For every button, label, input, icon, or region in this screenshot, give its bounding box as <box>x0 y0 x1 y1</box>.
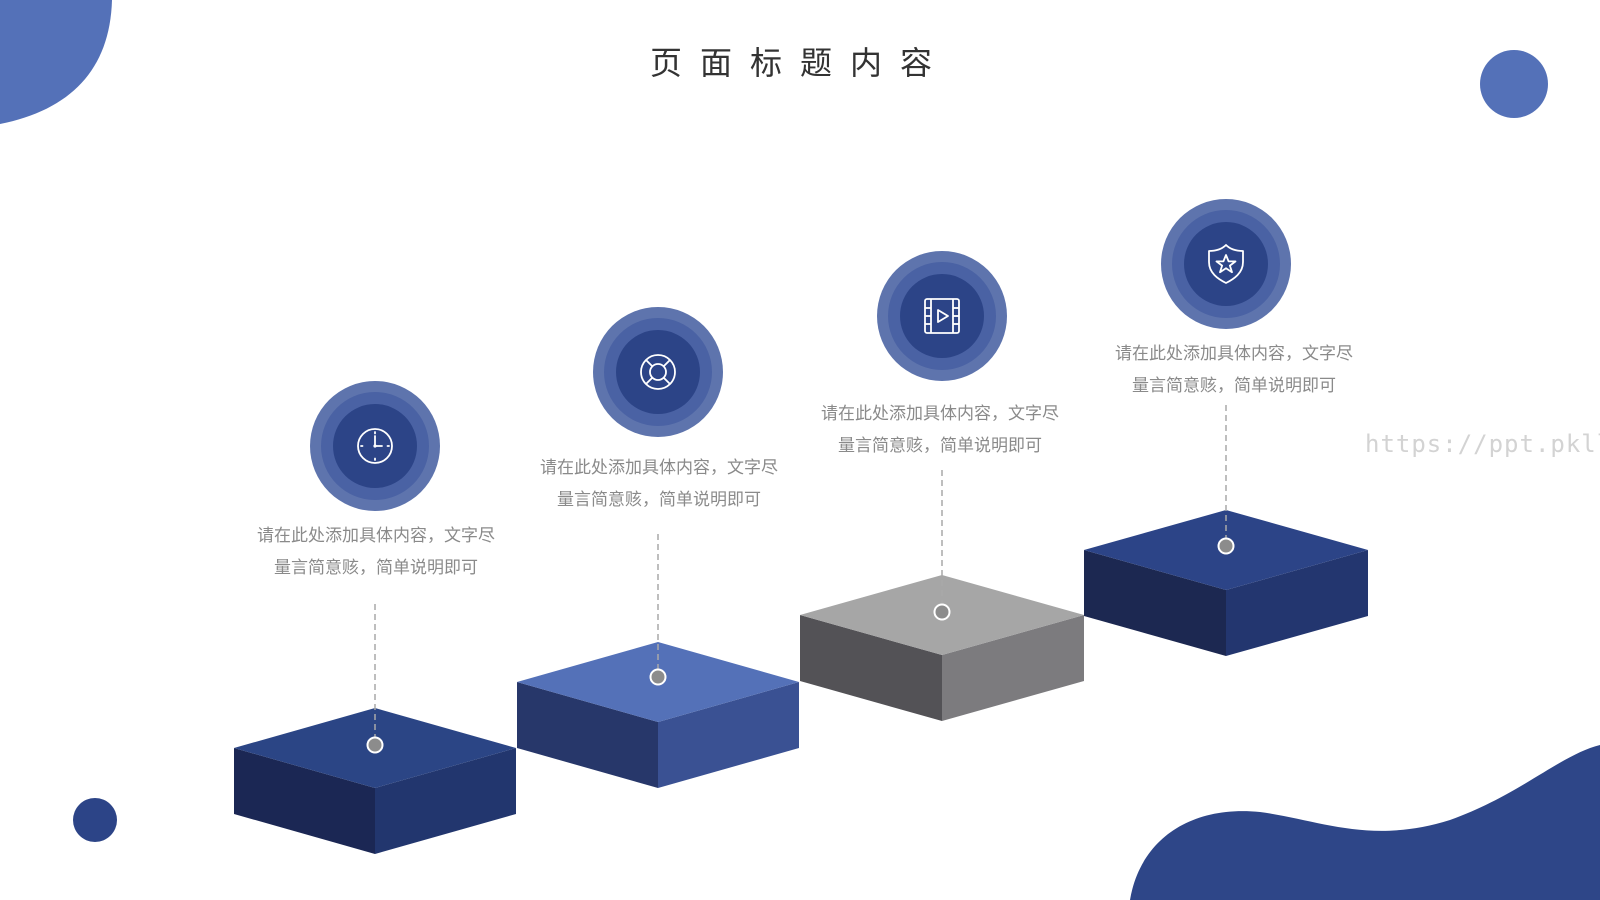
shield-star-icon <box>1208 244 1244 284</box>
step-text-line-1: 请在此处添加具体内容，文字尽 <box>1115 344 1353 364</box>
step-block-3 <box>800 575 1084 721</box>
step-block-2 <box>517 642 799 788</box>
step-text-line-1: 请在此处添加具体内容，文字尽 <box>821 404 1059 424</box>
step-text-line-2: 量言简意赅，简单说明即可 <box>274 558 478 578</box>
connector-dot-2 <box>649 668 667 686</box>
icon-badge-3 <box>877 251 1007 381</box>
top-left-blob <box>0 0 112 124</box>
step-text-line-2: 量言简意赅，简单说明即可 <box>557 490 761 510</box>
step-block-4 <box>1084 510 1368 656</box>
bottom-right-wave <box>1130 745 1600 900</box>
lifebuoy-icon <box>640 354 676 390</box>
connector-dot-4 <box>1217 537 1235 555</box>
page-title: 页面标题内容 <box>649 44 950 82</box>
step-description-1: 请在此处添加具体内容，文字尽 量言简意赅，简单说明即可 <box>231 520 521 584</box>
step-text-line-2: 量言简意赅，简单说明即可 <box>838 436 1042 456</box>
step-text-line-2: 量言简意赅，简单说明即可 <box>1132 376 1336 396</box>
clock-icon <box>357 428 393 464</box>
connector-dot-3 <box>933 603 951 621</box>
step-description-3: 请在此处添加具体内容，文字尽 量言简意赅，简单说明即可 <box>795 398 1085 462</box>
film-play-icon <box>924 298 960 334</box>
step-block-1 <box>234 708 516 854</box>
watermark-text: https://ppt.pkll.de <box>1365 430 1600 458</box>
bottom-left-circle <box>73 798 117 842</box>
icon-badge-1 <box>310 381 440 511</box>
top-right-circle <box>1480 50 1548 118</box>
icon-badge-4 <box>1161 199 1291 329</box>
step-text-line-1: 请在此处添加具体内容，文字尽 <box>257 526 495 546</box>
step-description-2: 请在此处添加具体内容，文字尽 量言简意赅，简单说明即可 <box>514 452 804 516</box>
step-description-4: 请在此处添加具体内容，文字尽 量言简意赅，简单说明即可 <box>1089 338 1379 402</box>
step-text-line-1: 请在此处添加具体内容，文字尽 <box>540 458 778 478</box>
icon-badge-2 <box>593 307 723 437</box>
connector-dot-1 <box>366 736 384 754</box>
